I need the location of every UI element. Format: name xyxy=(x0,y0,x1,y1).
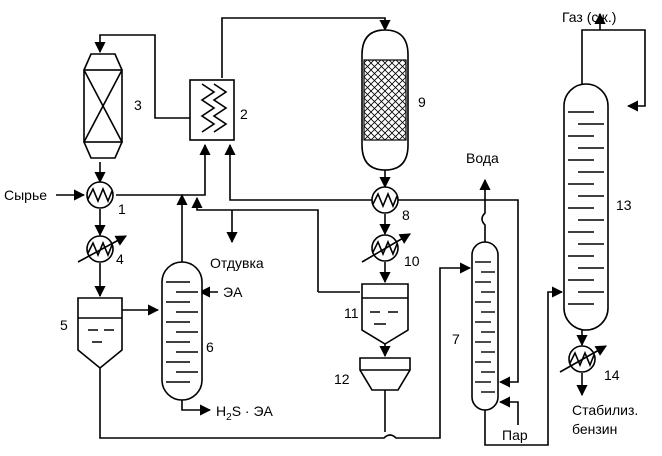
stab13-gas-out-line xyxy=(600,29,646,112)
piping xyxy=(56,12,646,446)
feed-label: Сырье xyxy=(4,187,47,203)
heater-2 xyxy=(189,79,235,141)
separator-11 xyxy=(361,283,409,345)
gas-label: Газ (сж.) xyxy=(562,9,616,25)
number-4: 4 xyxy=(116,251,124,267)
separator-5 xyxy=(77,297,123,370)
steam-label: Пар xyxy=(502,427,528,443)
reactor-3 xyxy=(83,53,123,159)
number-14: 14 xyxy=(604,367,620,383)
h2s-prefix: H xyxy=(216,403,226,419)
cooler-4 xyxy=(77,235,127,263)
cooler-10 xyxy=(361,233,411,263)
number-1: 1 xyxy=(118,201,126,217)
number-5: 5 xyxy=(60,317,68,333)
heat-exchanger-8 xyxy=(371,186,399,214)
stabilizer-13 xyxy=(563,83,609,331)
number-2: 2 xyxy=(240,106,248,122)
number-13: 13 xyxy=(616,197,632,213)
heat-exchanger-1 xyxy=(86,181,114,209)
stab13-gas-line xyxy=(581,29,600,88)
stab7-water-line xyxy=(479,178,491,242)
stab-gasoline-label-1: Стабилиз. xyxy=(572,402,638,418)
number-8: 8 xyxy=(402,207,410,223)
settler-12 xyxy=(359,357,411,391)
heater-to-reactor3-line xyxy=(94,34,190,119)
h2s-suffix: S · ЭА xyxy=(232,403,274,419)
sep5-liquid-line xyxy=(99,262,472,439)
number-12: 12 xyxy=(334,371,350,387)
recycle-header-line xyxy=(191,196,319,292)
stab-gasoline-label-2: бензин xyxy=(572,421,617,437)
number-11: 11 xyxy=(344,305,359,321)
absorber-6 xyxy=(161,261,203,401)
water-label: Вода xyxy=(466,150,499,166)
number-6: 6 xyxy=(206,339,214,355)
ea-label: ЭА xyxy=(223,284,243,300)
ex8-hot-to-stab7-line xyxy=(398,199,519,388)
steam-line xyxy=(498,396,519,425)
purge-label: Отдувка xyxy=(210,255,264,271)
heater-to-reactor9-line xyxy=(221,17,391,78)
ex8-to-heater2-line xyxy=(224,143,372,201)
ex1-to-heater-line xyxy=(116,143,211,196)
h2s-subscript: 2 xyxy=(226,412,232,423)
number-3: 3 xyxy=(134,97,142,113)
h2s-ea-label: H2S · ЭА xyxy=(216,403,274,423)
stab7-to-stab13-line xyxy=(484,286,564,446)
number-7: 7 xyxy=(452,331,460,347)
stabilizer-7 xyxy=(471,241,499,411)
number-10: 10 xyxy=(404,253,420,269)
reactor-9 xyxy=(361,29,409,171)
number-9: 9 xyxy=(418,94,426,110)
cooler-14 xyxy=(559,345,607,373)
